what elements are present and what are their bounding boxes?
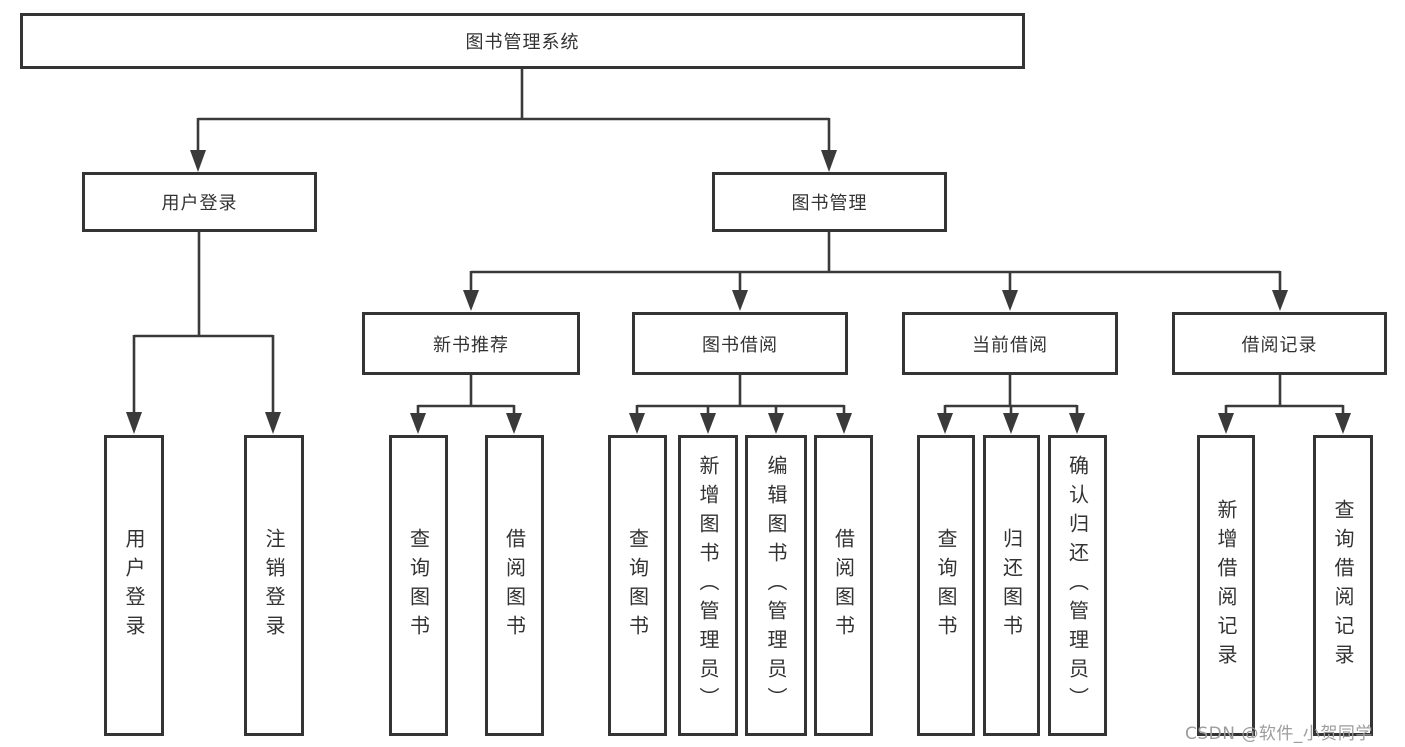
leaf-user-login: 用户登录 <box>104 435 164 736</box>
leaf-user-login-label: 用户登录 <box>122 527 146 644</box>
leaf-return-books: 归还图书 <box>983 435 1040 736</box>
node-root-label: 图书管理系统 <box>465 32 580 53</box>
leaf-edit-books-admin: 编辑图书（管理员） <box>745 435 807 736</box>
leaf-borrow-books-1-label: 借阅图书 <box>502 527 527 644</box>
leaf-logout-label: 注销登录 <box>262 527 286 644</box>
leaf-edit-books-admin-label: 编辑图书（管理员） <box>764 455 788 716</box>
leaf-confirm-return-admin-label: 确认归还（管理员） <box>1065 455 1090 716</box>
leaf-borrow-books-1: 借阅图书 <box>485 435 544 736</box>
leaf-add-borrow-record-label: 新增借阅记录 <box>1214 498 1238 673</box>
node-root: 图书管理系统 <box>20 13 1025 69</box>
leaf-borrow-books-2: 借阅图书 <box>814 435 873 736</box>
node-borrowing-records: 借阅记录 <box>1172 312 1387 375</box>
node-user-login: 用户登录 <box>82 172 317 232</box>
node-book-management: 图书管理 <box>712 172 947 232</box>
arrowhead-icons <box>126 150 1351 434</box>
node-book-borrowing-label: 图书借阅 <box>702 334 778 356</box>
leaf-query-borrow-record-label: 查询借阅记录 <box>1331 498 1355 673</box>
leaf-add-borrow-record: 新增借阅记录 <box>1197 435 1255 736</box>
node-borrowing-records-label: 借阅记录 <box>1241 334 1318 356</box>
leaf-add-books-admin: 新增图书（管理员） <box>678 435 738 736</box>
node-book-borrowing: 图书借阅 <box>632 312 848 375</box>
leaf-borrow-books-2-label: 借阅图书 <box>831 527 856 644</box>
leaf-query-books-1: 查询图书 <box>389 435 448 736</box>
leaf-query-borrow-record: 查询借阅记录 <box>1313 435 1373 736</box>
leaf-query-books-2: 查询图书 <box>608 435 667 736</box>
leaf-query-books-1-label: 查询图书 <box>406 527 431 644</box>
node-current-borrowing-label: 当前借阅 <box>972 334 1048 356</box>
leaf-add-books-admin-label: 新增图书（管理员） <box>696 455 720 716</box>
leaf-query-books-3: 查询图书 <box>917 435 975 736</box>
leaf-return-books-label: 归还图书 <box>999 527 1024 644</box>
node-new-book-recommendation: 新书推荐 <box>362 312 580 375</box>
node-book-management-label: 图书管理 <box>791 193 868 214</box>
leaf-query-books-2-label: 查询图书 <box>625 527 650 644</box>
leaf-query-books-3-label: 查询图书 <box>934 527 958 644</box>
csdn-watermark: CSDN @软件_小贺同学 <box>1185 724 1373 744</box>
leaf-confirm-return-admin: 确认归还（管理员） <box>1048 435 1107 736</box>
node-current-borrowing: 当前借阅 <box>902 312 1118 375</box>
node-new-book-recommendation-label: 新书推荐 <box>433 334 509 356</box>
leaf-logout: 注销登录 <box>244 435 304 736</box>
node-user-login-label: 用户登录 <box>161 193 238 214</box>
